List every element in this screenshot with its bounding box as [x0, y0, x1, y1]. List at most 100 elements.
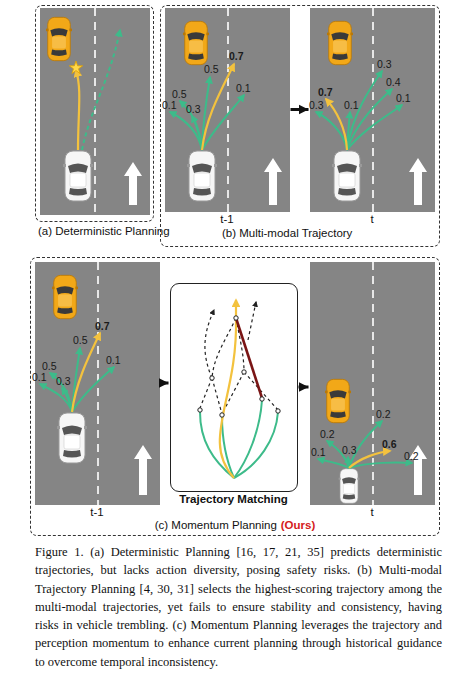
score-label: 0.7 — [318, 86, 333, 98]
matching-tree — [234, 400, 262, 478]
selected-trajectory — [72, 64, 390, 468]
time-step-label: t-1 — [90, 506, 103, 519]
collision-star — [69, 61, 82, 74]
score-label: 0.5 — [73, 334, 88, 346]
matching-tree — [260, 397, 264, 401]
matching-tree — [205, 310, 214, 378]
road-scene: t-1 — [165, 8, 290, 212]
text-group: (c) Momentum Planning (Ours) — [31, 519, 439, 532]
road-surface — [165, 8, 290, 212]
score-label: 0.1 — [236, 82, 251, 94]
score-label: 0.3 — [186, 103, 201, 115]
matching-tree — [248, 302, 256, 340]
matching-tree — [236, 318, 244, 372]
time-step-label: t — [370, 213, 373, 226]
score-label: 0.1 — [344, 99, 359, 111]
matching-box: Trajectory Matching — [170, 283, 298, 492]
score-label: 0.1 — [106, 354, 121, 366]
figure-caption: Figure 1. (a) Deterministic Planning [16… — [35, 543, 442, 671]
road-surface — [310, 8, 435, 212]
road-surface — [40, 8, 150, 215]
candidate-trajectory — [180, 101, 202, 150]
score-label: 0.1 — [311, 446, 326, 458]
selected-trajectory — [326, 99, 347, 150]
flow-arrow — [291, 108, 309, 111]
text-group: t-1 — [35, 506, 160, 519]
flow-arrow — [299, 386, 309, 389]
candidate-trajectory — [72, 367, 114, 412]
matching-tree — [234, 412, 278, 478]
text-group: t — [310, 213, 435, 226]
direction-arrow — [264, 158, 282, 205]
ego-vehicle — [332, 151, 362, 201]
candidate-trajectory — [349, 463, 412, 468]
matching-tree — [212, 378, 222, 414]
direction-arrow — [409, 158, 427, 205]
matching-tree — [220, 300, 236, 478]
time-step-label: t — [370, 506, 373, 519]
matching-tree — [198, 408, 202, 412]
selected-trajectory — [76, 70, 79, 150]
direction-arrow — [124, 158, 427, 495]
lane-divider — [227, 8, 229, 212]
score-label: 0.7 — [229, 50, 244, 62]
other-vehicle — [52, 275, 78, 318]
panel-caption: (a) Deterministic Planning — [38, 225, 170, 238]
candidate-trajectory — [62, 388, 72, 412]
other-vehicle — [46, 17, 353, 422]
ego-vehicle — [187, 151, 217, 201]
matching-tree — [276, 409, 280, 413]
candidate-trajectory — [40, 384, 72, 412]
other-vehicle — [183, 21, 209, 64]
score-label: 0.2 — [320, 428, 335, 440]
ego-vehicle — [57, 151, 362, 503]
lane-divider — [372, 8, 374, 212]
panel-caption: (b) Multi-modal Trajectory — [222, 227, 352, 240]
score-label: 0.2 — [376, 408, 391, 420]
matching-tree — [200, 378, 212, 408]
score-label: 0.5 — [204, 63, 219, 75]
lane-divider — [94, 8, 96, 215]
text-group: (b) Multi-modal Trajectory — [222, 227, 352, 240]
text-group: t — [310, 506, 435, 519]
road-surface — [310, 262, 435, 505]
score-label: 0.5 — [172, 88, 187, 100]
direction-arrow — [134, 445, 152, 495]
time-step-label: t-1 — [220, 213, 233, 226]
selected-trajectory — [72, 333, 100, 412]
matching-tree — [198, 316, 280, 417]
score-label: 0.7 — [95, 320, 110, 332]
text-group: (a) Deterministic Planning — [38, 225, 170, 238]
score-label: 0.1 — [162, 99, 177, 111]
score-label: 0.3 — [342, 444, 357, 456]
candidate-trajectory — [318, 459, 349, 468]
matching-tree — [236, 318, 262, 398]
matching-tree — [210, 376, 214, 380]
score-label: 0.6 — [382, 438, 397, 450]
candidate-trajectory — [347, 105, 402, 150]
score-label: 0.2 — [404, 450, 419, 462]
score-label: 0.3 — [377, 58, 392, 70]
matching-tree — [198, 300, 280, 478]
panel-caption: (c) Momentum Planning — [155, 519, 277, 532]
matching-tree — [200, 302, 278, 414]
score-label: 0.4 — [386, 76, 401, 88]
candidate-trajectory — [316, 112, 347, 150]
matching-tree — [234, 316, 238, 320]
road-scene: t-1 — [35, 262, 160, 505]
collision-star — [69, 61, 82, 74]
panel-frame: (b) Multi-modal Trajectoryt-1t — [160, 5, 440, 247]
score-label: 0.3 — [56, 375, 71, 387]
candidate-trajectory — [82, 30, 120, 150]
matching-tree — [242, 370, 246, 374]
score-label: 0.1 — [396, 92, 411, 104]
other-vehicle — [327, 21, 353, 64]
ego-vehicle — [57, 413, 87, 463]
other-vehicle — [46, 17, 72, 60]
panel-caption: (Ours) — [281, 519, 316, 532]
lane-divider — [97, 262, 99, 505]
candidate-trajectory — [192, 116, 202, 150]
candidate-trajectory — [348, 457, 349, 468]
matching-tree — [200, 400, 278, 478]
